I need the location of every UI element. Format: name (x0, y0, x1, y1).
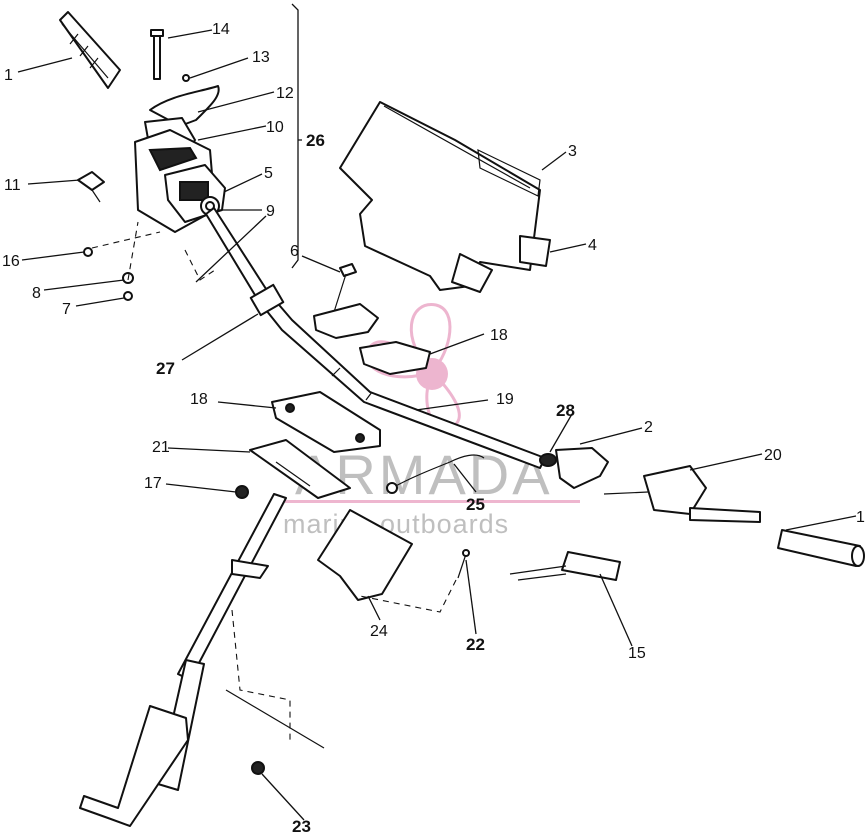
callout-20: 20 (764, 447, 782, 464)
callout-6: 6 (290, 243, 299, 260)
callout-18-left: 18 (190, 391, 208, 408)
callout-28: 28 (556, 401, 575, 420)
axis-line-23 (225, 689, 325, 749)
callout-4: 4 (588, 237, 597, 254)
bracket-24 (317, 509, 413, 601)
callout-14: 14 (212, 21, 230, 38)
mount-plate-21 (249, 439, 351, 499)
screw-6 (333, 263, 357, 313)
callout-15: 15 (628, 645, 646, 662)
callout-26: 26 (306, 131, 325, 150)
bolt-14 (150, 29, 164, 80)
callout-22: 22 (466, 635, 485, 654)
nut-17 (235, 485, 249, 499)
callout-16: 16 (2, 253, 20, 270)
assembly-line-left (91, 221, 216, 281)
callout-2: 2 (644, 419, 653, 436)
callout-21: 21 (152, 439, 170, 456)
callout-10: 10 (266, 119, 284, 136)
bracket-18-right (359, 341, 431, 375)
leader-lines (17, 3, 857, 821)
assembly-line-lower (231, 609, 291, 740)
callout-25: 25 (466, 495, 485, 514)
callout-labels: 1 1 2 3 4 5 6 7 8 9 10 11 12 13 14 15 16… (2, 21, 865, 836)
callout-17: 17 (144, 475, 162, 492)
callout-13: 13 (252, 49, 270, 66)
nut-7 (123, 291, 133, 301)
callout-1-right: 1 (856, 509, 865, 526)
screw-22 (457, 553, 467, 579)
callout-12: 12 (276, 85, 294, 102)
callout-23: 23 (292, 817, 311, 836)
screw-11 (77, 171, 105, 203)
callout-8: 8 (32, 285, 41, 302)
callout-3: 3 (568, 143, 577, 160)
assembly-line-22 (359, 579, 457, 613)
grip-sleeve-15 (509, 551, 621, 581)
bracket-18-lower (271, 391, 381, 453)
twist-grip-right (777, 529, 865, 567)
callout-11: 11 (4, 177, 21, 194)
spring-25 (386, 454, 485, 494)
bracket-18-upper (313, 303, 379, 339)
callout-24: 24 (370, 623, 388, 640)
callout-27: 27 (156, 359, 175, 378)
grommet-28 (539, 453, 557, 467)
callout-19: 19 (496, 391, 514, 408)
support-tube (79, 493, 287, 827)
screw-22-head (462, 549, 470, 557)
callout-5: 5 (264, 165, 273, 182)
cowling-cover (339, 101, 551, 293)
nut-23 (251, 761, 265, 775)
twist-grip-left (59, 11, 121, 89)
callout-1: 1 (4, 67, 13, 84)
throttle-housing-20 (603, 465, 761, 523)
callout-18-top: 18 (490, 327, 508, 344)
connector-2 (555, 447, 609, 489)
watermark-underline (285, 500, 580, 503)
washer-13 (182, 74, 190, 82)
callout-9: 9 (266, 203, 275, 220)
nut-16 (83, 247, 93, 257)
callout-7: 7 (62, 301, 71, 318)
